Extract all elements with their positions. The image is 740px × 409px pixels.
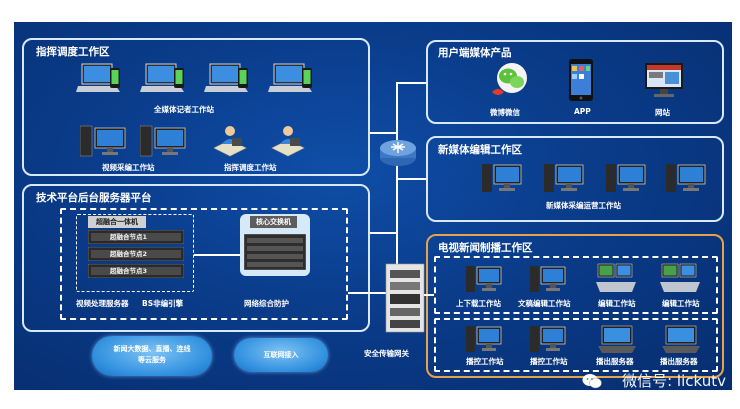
cloud-services: 新闻大数据、直播、连线等云服务	[92, 336, 212, 376]
wechat-weibo-icon	[490, 60, 532, 104]
desktop-workstation-icon	[666, 162, 706, 198]
laptop-icon	[76, 62, 124, 100]
security-gateway-icon	[384, 262, 426, 338]
playout-server-label: 播出服务器	[660, 357, 698, 366]
cloud-services-label: 新闻大数据、直播、连线等云服务	[113, 345, 191, 364]
editing-workstation-label: 编辑工作站	[598, 299, 636, 308]
playout-control-workstation-label: 播控工作站	[466, 357, 504, 366]
playout-server-icon	[598, 324, 638, 358]
reporter-workstation-label: 全媒体记者工作站	[154, 105, 214, 114]
dispatch-user-icon	[268, 122, 308, 162]
playout-server-label: 播出服务器	[596, 357, 634, 366]
zone-user-media	[426, 40, 724, 124]
desktop-workstation-icon	[466, 264, 502, 298]
wechat-icon	[582, 373, 602, 389]
network-protection-label: 网络综合防护	[244, 299, 289, 308]
desktop-workstation-icon	[530, 324, 566, 358]
hci-node-server-icon	[87, 263, 185, 282]
dispatch-user-icon	[210, 122, 250, 162]
link-new-media	[396, 178, 426, 180]
zone-command-dispatch	[22, 38, 370, 176]
desktop-workstation-icon	[466, 324, 502, 358]
hci-title-label: 超融合一体机	[88, 216, 146, 228]
laptop-icon	[140, 62, 188, 100]
desktop-workstation-icon	[79, 122, 128, 162]
mobile-app-icon	[567, 58, 595, 106]
upload-download-workstation-label: 上下载工作站	[456, 299, 501, 308]
cloud-internet: 互联网接入	[234, 338, 328, 372]
desktop-workstation-icon	[606, 162, 646, 198]
link-hci-switch	[194, 254, 240, 256]
hci-node-2-label: 超融合节点2	[110, 250, 148, 258]
bs-engine-label: BS非编引擎	[142, 299, 184, 308]
tv-news-row1-boundary	[434, 256, 718, 314]
zone-new-media-title: 新媒体编辑工作区	[438, 144, 522, 156]
cloud-internet-label: 互联网接入	[263, 351, 299, 359]
watermark-text: 微信号: lickutv	[622, 372, 726, 390]
desktop-workstation-icon	[544, 162, 584, 198]
video-editing-workstation-label: 视频采编工作站	[102, 163, 155, 172]
link-tv-news	[424, 294, 434, 296]
new-media-workstation-label: 新媒体采编运营工作站	[546, 201, 621, 210]
zone-user-media-title: 用户端媒体产品	[438, 47, 512, 59]
hci-node-3-label: 超融合节点3	[110, 267, 148, 275]
zone-command-dispatch-title: 指挥调度工作区	[36, 46, 110, 58]
editing-workstation-icon	[596, 262, 636, 298]
zone-tech-platform-title: 技术平台后台服务器平台	[36, 192, 152, 204]
laptop-icon	[204, 62, 252, 100]
app-label: APP	[574, 107, 591, 116]
website-label: 网站	[655, 108, 670, 117]
wechat-weibo-label: 微博微信	[490, 108, 520, 117]
router-icon	[379, 138, 417, 172]
hci-cluster-boundary	[76, 214, 194, 292]
zone-tv-news-production	[426, 234, 724, 378]
desktop-workstation-icon	[139, 122, 188, 162]
link-gateway	[348, 292, 396, 294]
video-server-label: 视频处理服务器	[76, 299, 129, 308]
desktop-workstation-icon	[482, 162, 522, 198]
playout-server-icon	[662, 324, 702, 358]
desktop-workstation-icon	[530, 264, 566, 298]
security-gateway-label: 安全传输网关	[364, 349, 409, 358]
script-editing-workstation-label: 文稿编辑工作站	[518, 299, 571, 308]
link-user-media	[396, 82, 426, 84]
zone-new-media-editing	[426, 136, 724, 222]
server-cluster-boundary	[60, 208, 348, 320]
zone-tv-news-title: 电视新闻制播工作区	[438, 242, 533, 254]
link-command	[370, 132, 396, 134]
editing-workstation-icon	[660, 262, 700, 298]
laptop-icon	[268, 62, 316, 100]
playout-control-workstation-label: 播控工作站	[530, 357, 568, 366]
tv-news-row2-boundary	[434, 318, 718, 372]
link-platform	[370, 232, 396, 234]
uplink-line	[396, 82, 398, 292]
zone-tech-platform	[22, 184, 370, 332]
website-monitor-icon	[644, 62, 684, 102]
dispatch-workstation-label: 指挥调度工作站	[224, 163, 277, 172]
editing-workstation-label: 编辑工作站	[662, 299, 700, 308]
core-switch-label: 核心交换机	[250, 216, 297, 228]
network-diagram: 指挥调度工作区	[14, 22, 732, 390]
hci-node-1-label: 超融合节点1	[110, 233, 148, 241]
core-switch-icon	[243, 233, 307, 274]
